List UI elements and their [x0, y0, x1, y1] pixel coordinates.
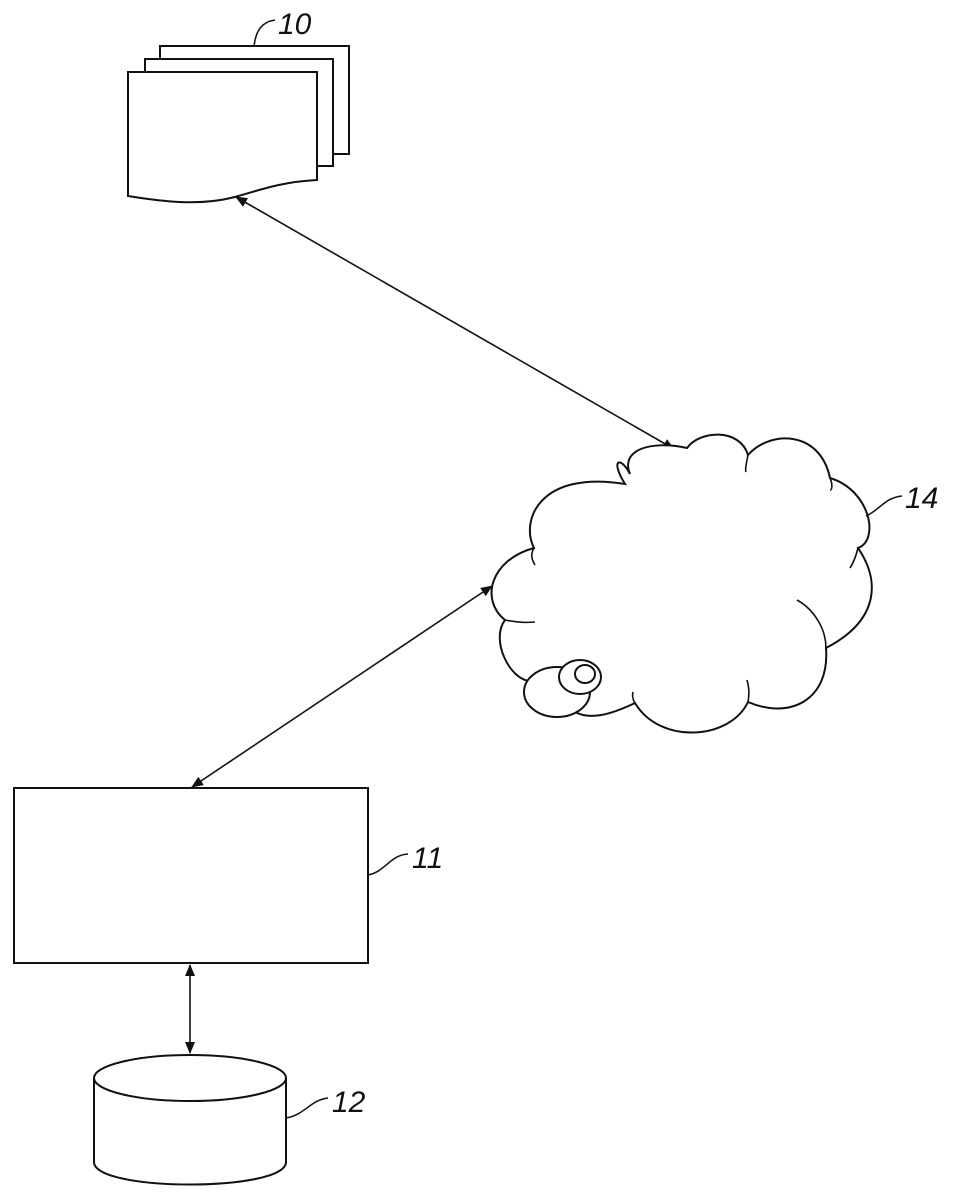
- ref-label-12: 12: [332, 1086, 366, 1119]
- ref-label-11: 11: [412, 842, 443, 875]
- ref-label-14: 14: [905, 482, 938, 515]
- database-cylinder: [94, 1055, 286, 1185]
- ref-label-10: 10: [278, 8, 312, 41]
- document-front: [128, 72, 317, 202]
- server-box: [14, 788, 368, 963]
- connector-network-server: [192, 586, 492, 787]
- cloud-small-ellipse-3: [575, 665, 595, 683]
- document-stack: [128, 46, 349, 202]
- leader-line-12: [286, 1098, 328, 1118]
- connector-documents-network: [236, 197, 674, 449]
- leader-line-14: [866, 496, 902, 516]
- leader-line-10: [254, 20, 275, 46]
- leader-line-11: [368, 854, 408, 875]
- network-cloud: [492, 435, 872, 733]
